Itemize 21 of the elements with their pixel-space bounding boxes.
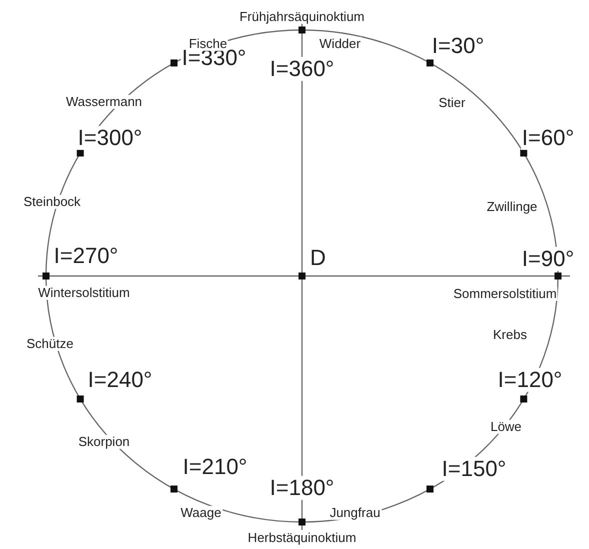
- zodiac-label: Wintersolstitium: [37, 286, 131, 300]
- angle-label: I=180°: [268, 476, 336, 500]
- zodiac-label: Krebs: [492, 328, 528, 342]
- zodiac-label: Zwillinge: [486, 200, 538, 214]
- zodiac-label: Steinbock: [22, 194, 82, 210]
- zodiac-label: Schütze: [26, 336, 74, 352]
- zodiac-label: Herbstäquinoktium: [246, 530, 358, 546]
- zodiac-label: Skorpion: [77, 434, 131, 450]
- angle-label: I=300°: [76, 126, 144, 150]
- zodiac-label: Stier: [438, 96, 466, 110]
- angle-label: I=360°: [268, 56, 336, 82]
- zodiac-label: Wassermann: [64, 94, 144, 110]
- zodiac-label: Jungfrau: [328, 506, 382, 520]
- zodiac-label: Waage: [180, 506, 222, 520]
- zodiac-label: Frühjahrsäquinoktium: [238, 10, 366, 24]
- zodiac-label: Löwe: [489, 420, 523, 434]
- angle-label: I=150°: [440, 456, 508, 482]
- angle-label: I=120°: [496, 368, 564, 392]
- zodiac-label: Sommersolstitium: [452, 286, 558, 302]
- angle-label: I=90°: [520, 246, 576, 272]
- zodiac-label: Widder: [318, 36, 362, 52]
